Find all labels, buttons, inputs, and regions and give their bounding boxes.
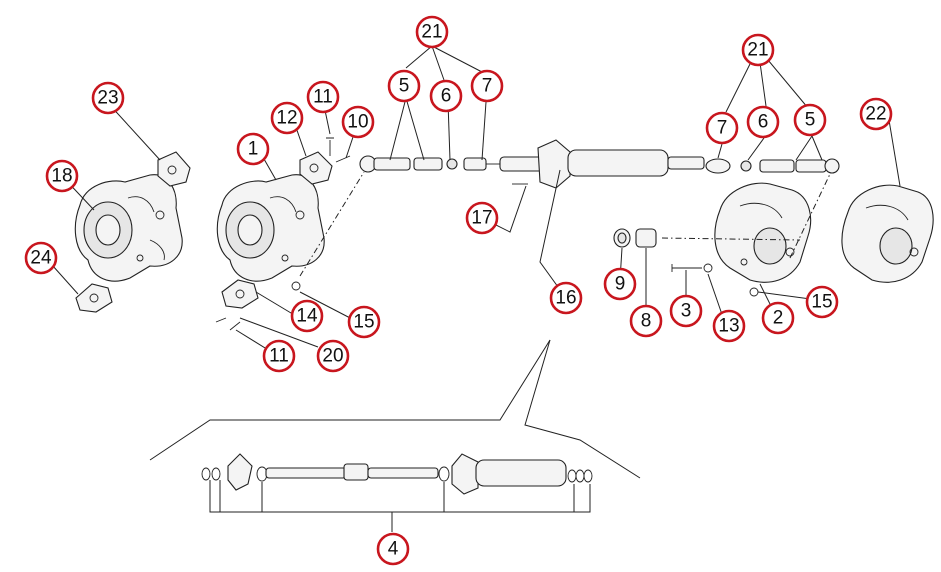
nut-15-left [291,281,301,291]
callout-10: 10 [341,105,375,139]
callout-4: 4 [376,532,410,566]
tie-rod-end-left [359,155,500,173]
callout-6-right: 6 [746,105,780,139]
bushing-9-inner [617,232,627,244]
callout-17: 17 [465,201,499,235]
washer-13 [703,263,713,273]
svg-text:13: 13 [718,316,739,337]
svg-text:14: 14 [296,306,318,327]
upper-mount-12 [299,151,333,185]
svg-text:6: 6 [441,86,452,107]
detail-bracket-right [524,339,641,479]
svg-text:15: 15 [811,292,832,313]
callout-14: 14 [290,299,324,333]
callout-8: 8 [629,304,663,338]
svg-text:7: 7 [717,118,728,139]
bushing-8 [635,228,657,248]
upper-mount-left [157,151,191,187]
svg-text:3: 3 [681,301,692,322]
svg-text:21: 21 [747,40,768,61]
svg-text:5: 5 [805,110,816,131]
callout-18: 18 [45,159,79,193]
callout-1: 1 [236,132,270,166]
callout-6-left: 6 [429,79,463,113]
svg-text:11: 11 [313,87,333,108]
assembly-4-leaders [209,480,591,532]
lower-mount-14 [221,279,259,309]
hub-carrier-far-right [841,184,934,283]
svg-text:7: 7 [482,76,493,97]
callout-20: 20 [316,339,350,373]
svg-text:5: 5 [399,76,410,97]
axis-line-bushings [661,237,801,241]
svg-text:8: 8 [641,311,652,332]
hub-carrier-right [714,182,812,283]
axis-line-right [789,173,831,259]
svg-text:18: 18 [51,166,72,187]
svg-text:1: 1 [248,139,259,160]
svg-text:9: 9 [615,274,626,295]
callout-5-right: 5 [793,103,827,137]
callout-16: 16 [549,281,583,315]
svg-text:10: 10 [347,112,368,133]
callout-7-right: 7 [705,111,739,145]
pins-20-11 [215,317,241,331]
callout-22: 22 [859,97,893,131]
lower-mount-left [75,283,113,313]
hub-carrier-1 [216,174,325,282]
hub-carrier-left-outer [74,174,183,282]
svg-text:24: 24 [30,248,52,269]
bolt-11-top [326,137,334,156]
callout-5-left: 5 [387,69,421,103]
svg-text:23: 23 [97,88,118,109]
callout-21-right: 21 [741,33,775,67]
callout-15-right: 15 [805,285,839,319]
bolt-3 [671,264,702,272]
nut-15-right [749,287,759,297]
steering-rack [499,139,705,189]
callout-13: 13 [712,309,746,343]
svg-text:22: 22 [865,104,886,125]
svg-text:6: 6 [758,112,769,133]
svg-text:20: 20 [322,346,343,367]
callout-2: 2 [761,301,795,335]
pin-10 [335,155,351,163]
callout-3: 3 [669,294,703,328]
callout-11-top: 11 [306,80,340,114]
callout-12: 12 [270,101,304,135]
svg-text:11: 11 [269,346,289,367]
svg-text:4: 4 [388,539,399,560]
svg-text:17: 17 [471,208,492,229]
svg-text:16: 16 [555,288,576,309]
tie-rod-end-right [705,158,840,174]
svg-text:15: 15 [353,312,374,333]
svg-text:2: 2 [773,308,784,329]
callout-21-left: 21 [415,15,449,49]
callout-11-bottom: 11 [262,339,296,373]
callout-23: 23 [91,81,125,115]
svg-text:21: 21 [421,22,442,43]
callout-9: 9 [603,267,637,301]
steering-rack-assembly [201,453,593,495]
detail-bracket-left [149,339,551,461]
callout-7-left: 7 [470,69,504,103]
callout-24: 24 [24,241,58,275]
svg-text:12: 12 [276,108,297,129]
callout-15-left: 15 [347,305,381,339]
